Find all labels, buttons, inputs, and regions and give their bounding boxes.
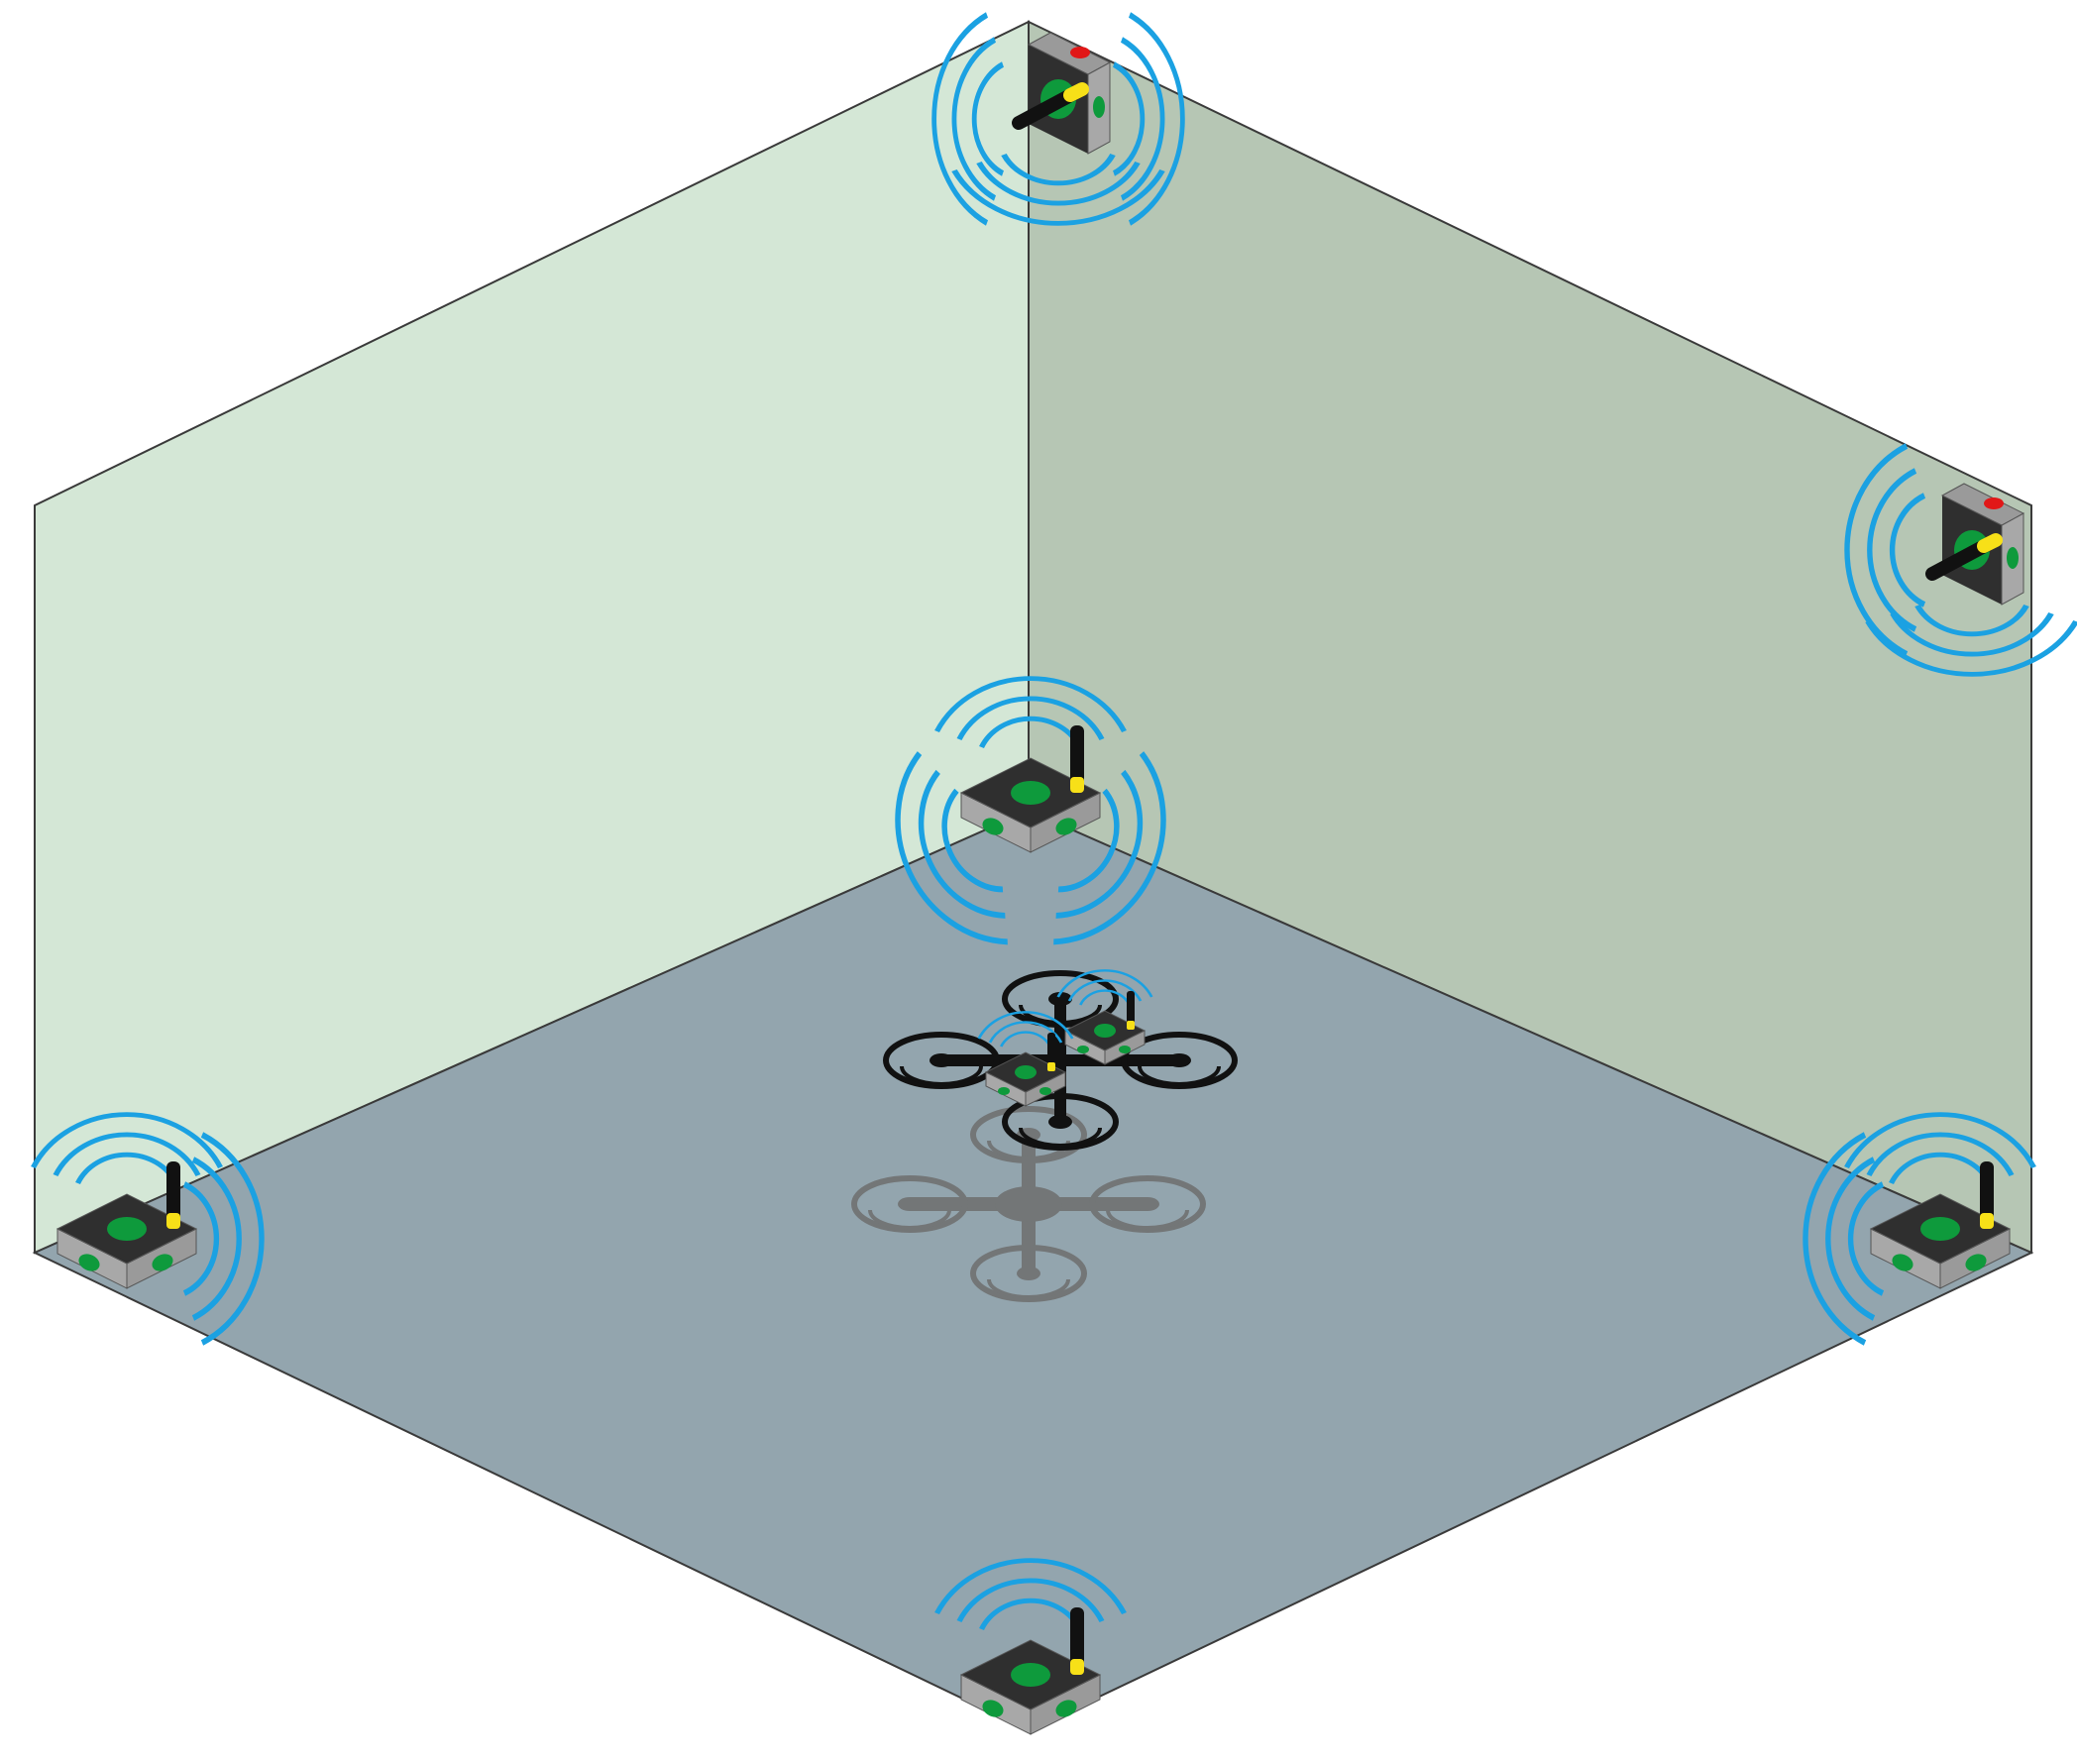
quadcopter-icon	[886, 968, 1235, 1148]
room	[32, 20, 2034, 1732]
quadcopter-shadow-icon	[854, 1109, 1203, 1299]
